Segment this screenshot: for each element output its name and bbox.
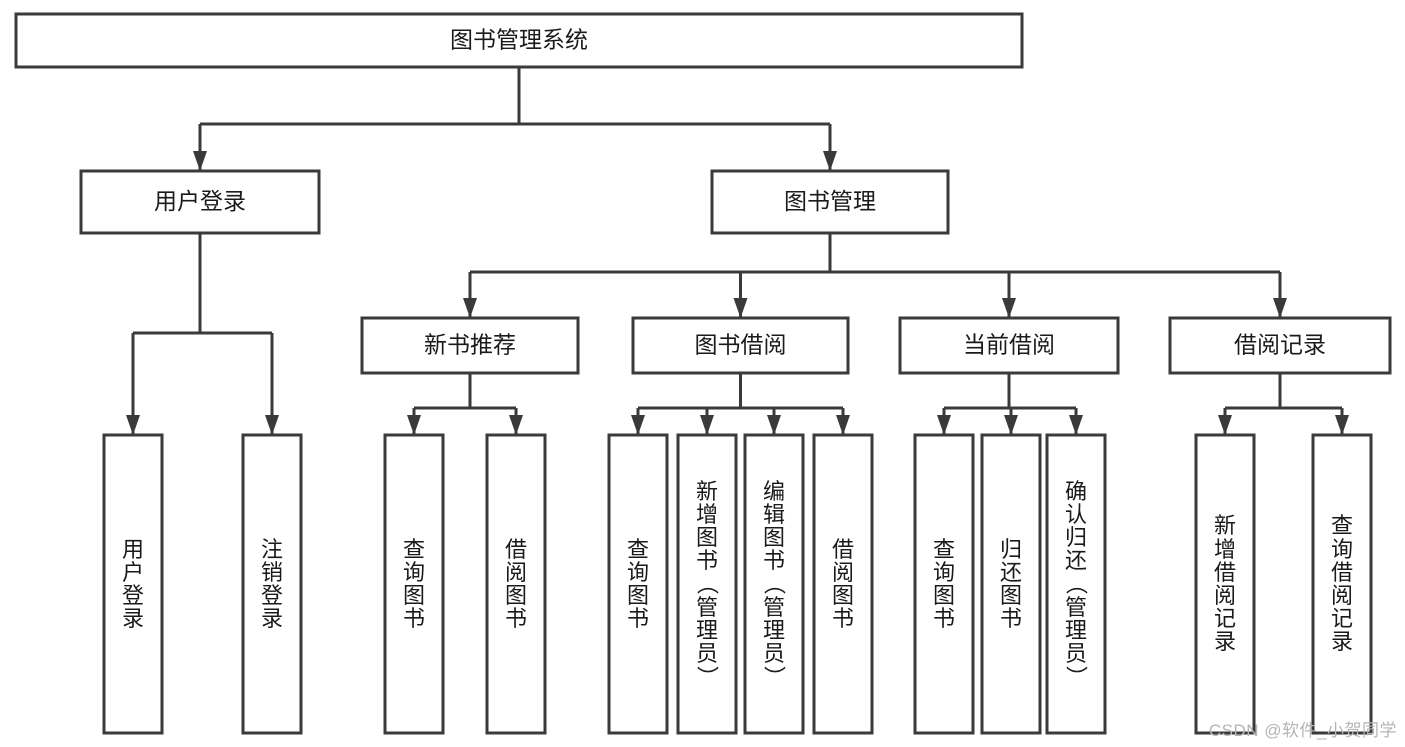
arrow-head-icon-book-borrow — [733, 298, 748, 318]
node-label-book-manage: 图书管理 — [784, 188, 876, 214]
node-box-leaf-user-login[interactable] — [102, 433, 164, 735]
node-leaf-query-book-1[interactable] — [383, 433, 445, 735]
node-box-new-book-recommend[interactable] — [360, 316, 580, 375]
node-label-new-book-recommend: 新书推荐 — [424, 332, 516, 358]
node-leaf-edit-book[interactable] — [743, 433, 805, 735]
arrow-head-icon-leaf-edit-book — [767, 415, 781, 435]
node-box-borrow-record[interactable] — [1168, 316, 1392, 375]
node-box-leaf-edit-book[interactable] — [743, 433, 805, 735]
node-label-user-login: 用户登录 — [154, 188, 246, 214]
node-new-book-recommend[interactable]: 新书推荐 — [360, 316, 580, 375]
node-box-leaf-return-book[interactable] — [980, 433, 1042, 735]
node-box-book-manage[interactable] — [710, 169, 950, 235]
node-leaf-add-book[interactable] — [676, 433, 738, 735]
node-box-leaf-query-record[interactable] — [1311, 433, 1373, 735]
arrow-head-icon-leaf-add-record — [1218, 415, 1232, 435]
node-label-current-borrow: 当前借阅 — [963, 332, 1055, 358]
node-label-root: 图书管理系统 — [450, 27, 588, 53]
node-box-user-login[interactable] — [79, 169, 321, 235]
node-box-leaf-borrow-book-1[interactable] — [485, 433, 547, 735]
node-current-borrow[interactable]: 当前借阅 — [898, 316, 1120, 375]
node-leaf-return-book[interactable] — [980, 433, 1042, 735]
arrow-head-icon-leaf-logout — [265, 415, 279, 435]
arrow-head-icon-leaf-add-book — [700, 415, 714, 435]
arrow-head-icon-leaf-query-record — [1335, 415, 1349, 435]
node-box-leaf-logout[interactable] — [241, 433, 303, 735]
node-box-leaf-confirm-return[interactable] — [1045, 433, 1107, 735]
node-leaf-confirm-return[interactable] — [1045, 433, 1107, 735]
node-box-current-borrow[interactable] — [898, 316, 1120, 375]
node-box-leaf-add-record[interactable] — [1194, 433, 1256, 735]
arrow-head-icon-borrow-record — [1273, 298, 1287, 318]
node-leaf-query-book-2[interactable] — [607, 433, 669, 735]
node-leaf-logout[interactable] — [241, 433, 303, 735]
node-box-leaf-query-book-1[interactable] — [383, 433, 445, 735]
node-box-leaf-query-book-3[interactable] — [913, 433, 975, 735]
node-borrow-record[interactable]: 借阅记录 — [1168, 316, 1392, 375]
node-box-leaf-add-book[interactable] — [676, 433, 738, 735]
node-label-borrow-record: 借阅记录 — [1234, 332, 1326, 358]
watermark-text: CSDN @软件_小贺同学 — [1208, 721, 1397, 740]
arrow-head-icon-leaf-confirm-return — [1069, 415, 1083, 435]
arrow-head-icon-leaf-query-book-2 — [631, 415, 645, 435]
node-box-book-borrow[interactable] — [631, 316, 850, 375]
node-leaf-query-book-3[interactable] — [913, 433, 975, 735]
node-box-root[interactable] — [14, 12, 1024, 69]
node-user-login[interactable]: 用户登录 — [79, 169, 321, 235]
arrow-head-icon-leaf-return-book — [1004, 415, 1018, 435]
arrow-head-icon-current-borrow — [1002, 298, 1016, 318]
arrow-head-icon-leaf-query-book-1 — [407, 415, 421, 435]
arrow-head-icon-leaf-query-book-3 — [937, 415, 951, 435]
arrow-head-icon-leaf-borrow-book-2 — [836, 415, 850, 435]
arrow-head-icon-leaf-borrow-book-1 — [509, 415, 523, 435]
arrow-head-icon-book-manage — [823, 151, 837, 171]
node-root[interactable]: 图书管理系统 — [14, 12, 1024, 69]
node-book-manage[interactable]: 图书管理 — [710, 169, 950, 235]
node-book-borrow[interactable]: 图书借阅 — [631, 316, 850, 375]
arrow-head-icon-new-book-recommend — [463, 298, 477, 318]
arrow-head-icon-user-login — [193, 151, 207, 171]
node-leaf-add-record[interactable] — [1194, 433, 1256, 735]
node-leaf-user-login[interactable] — [102, 433, 164, 735]
node-label-book-borrow: 图书借阅 — [695, 332, 787, 358]
arrow-head-icon-leaf-user-login — [126, 415, 140, 435]
node-leaf-query-record[interactable] — [1311, 433, 1373, 735]
node-leaf-borrow-book-1[interactable] — [485, 433, 547, 735]
node-box-leaf-query-book-2[interactable] — [607, 433, 669, 735]
node-box-leaf-borrow-book-2[interactable] — [812, 433, 874, 735]
node-leaf-borrow-book-2[interactable] — [812, 433, 874, 735]
